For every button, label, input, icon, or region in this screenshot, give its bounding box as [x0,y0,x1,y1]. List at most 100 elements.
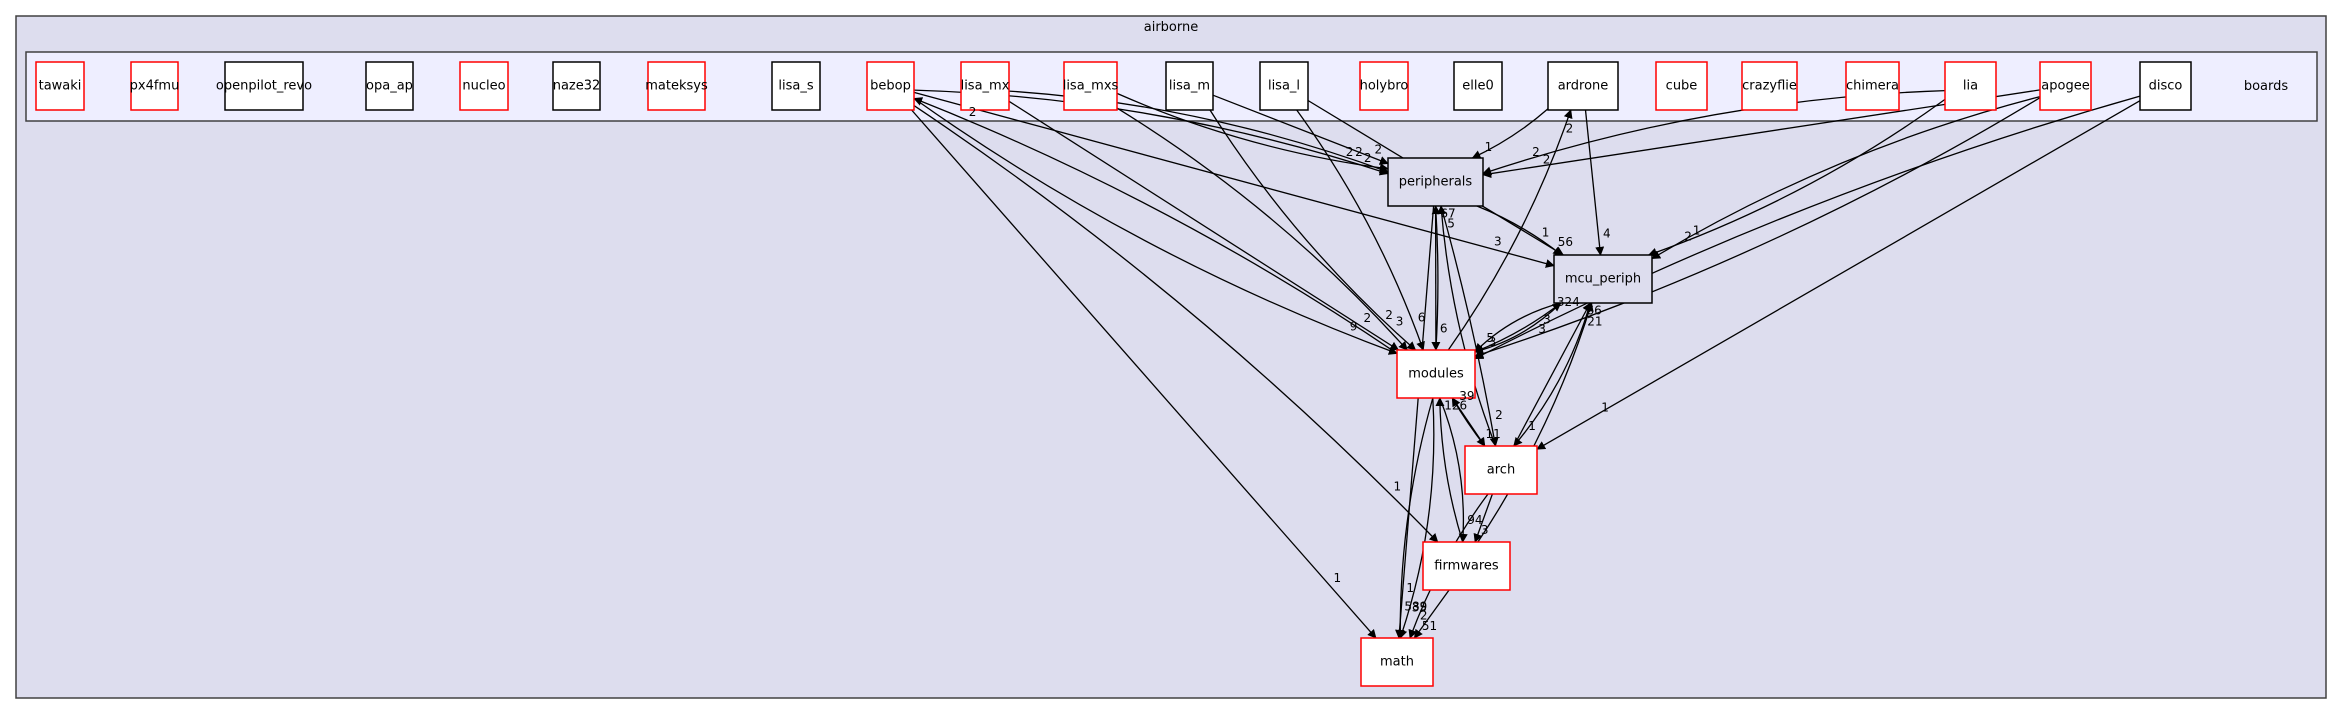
node-ardrone[interactable]: ardrone [1547,61,1619,111]
edge-label-lisa_mx-to-peripherals: 2 [1355,145,1363,159]
edge-label-lisa_mx-to-modules: 2 [1364,311,1372,325]
node-apogee-box [2039,61,2092,111]
nodes-layer: tawaki px4fmu openpilot_revo opa_ap nucleo na… [35,61,2192,687]
node-holybro-label: holybro [1360,79,1409,94]
edge-label-mcu_periph-to-modules: 3 [1489,335,1497,349]
node-nucleo-box [459,61,509,111]
edge-modules-to-mcu_periph [1474,302,1562,353]
edge-mcu_periph-to-modules [1474,302,1561,353]
node-math-box [1360,637,1434,687]
node-lisa_mxs[interactable]: lisa_mxs [1063,61,1119,111]
node-cube[interactable]: cube [1655,61,1708,111]
edge-label-apogee-to-peripherals: 2 [1543,152,1551,166]
edge-label-modules-to-math: 35 [1412,601,1427,615]
node-holybro[interactable]: holybro [1359,61,1409,111]
cluster-airborne[interactable]: airborne [15,15,2327,699]
node-math[interactable]: math [1360,637,1434,687]
edge-label-peripherals-to-modules: 6 [1440,322,1448,336]
edge-label-firmwares-to-modules: 126 [1444,399,1467,413]
node-apogee-label: apogee [2041,79,2089,94]
node-holybro-box [1359,61,1409,111]
node-elle0[interactable]: elle0 [1453,61,1503,111]
edge-label-arch-to-firmwares: 3 [1481,523,1489,537]
node-firmwares[interactable]: firmwares [1422,541,1511,591]
node-px4fmu-label: px4fmu [130,79,180,94]
node-mateksys-label: mateksys [645,79,708,94]
edge-label-lisa_l-to-modules: 6 [1418,310,1426,324]
node-elle0-label: elle0 [1462,79,1494,94]
edge-modules-to-math [1398,397,1435,639]
edge-modules-to-peripherals [1431,205,1441,351]
edge-label-lia-to-peripherals: 2 [1532,145,1540,159]
edge-lisa_mx-to-peripherals [1008,90,1389,174]
edge-label-firmwares-to-math: 51 [1422,619,1437,633]
node-tawaki-box [35,61,85,111]
node-px4fmu[interactable]: px4fmu [130,61,180,111]
node-chimera-label: chimera [1846,79,1899,94]
node-openpilot_revo[interactable]: openpilot_revo [216,61,312,111]
edge-label-firmwares-to-mcu_periph: 21 [1587,314,1602,328]
node-crazyflie-label: crazyflie [1742,79,1797,94]
node-math-label: math [1380,655,1414,670]
edge-bebop-to-modules [913,97,1398,355]
edge-peripherals-to-mcu_periph [1476,205,1563,256]
node-tawaki[interactable]: tawaki [35,61,85,111]
node-cube-label: cube [1666,79,1698,94]
node-nucleo[interactable]: nucleo [459,61,509,111]
edge-label-ardrone-to-mcu_periph: 4 [1603,227,1611,241]
node-opa_ap-box [365,61,414,111]
edges-layer [911,89,2141,639]
edge-modules-to-firmwares [1439,397,1468,543]
node-lisa_m[interactable]: lisa_m [1165,61,1214,111]
edge-lisa_mx-to-modules [1008,100,1400,351]
node-lisa_mxs-box [1063,61,1118,111]
node-lisa_mx[interactable]: lisa_mx [960,61,1010,111]
node-peripherals[interactable]: peripherals [1387,157,1484,207]
edge-peripherals-to-arch [1440,205,1499,447]
edge-bebop-to-firmwares [913,105,1439,543]
node-naze32-label: naze32 [553,79,601,94]
edge-label-arch-to-peripherals: 5 [1447,217,1455,231]
node-naze32[interactable]: naze32 [552,61,601,111]
node-lisa_l[interactable]: lisa_l [1259,61,1309,111]
edge-label-peripherals-to-math: 1 [1406,581,1414,595]
node-lisa_s[interactable]: lisa_s [771,61,821,111]
node-elle0-box [1453,61,1503,111]
edge-mcu_periph-to-modules [1474,302,1562,355]
node-crazyflie[interactable]: crazyflie [1741,61,1798,111]
edge-label-modules-to-peripherals: 67 [1440,206,1455,220]
edge-bebop-to-math [911,109,1377,639]
cluster-airborne-frame [15,15,2327,699]
node-chimera-box [1845,61,1900,111]
edge-label-lisa_l-to-mcu_periph: 1 [1542,226,1550,240]
node-lia[interactable]: lia [1944,61,1997,111]
node-opa_ap[interactable]: opa_ap [365,61,414,111]
edge-lisa_m-to-peripherals [1212,94,1389,165]
node-bebop[interactable]: bebop [866,61,915,111]
node-openpilot_revo-box [224,61,304,111]
edge-lisa_l-to-modules [1296,109,1425,351]
node-mcu_periph[interactable]: mcu_periph [1553,254,1653,304]
node-ardrone-label: ardrone [1558,79,1609,94]
node-ardrone-box [1547,61,1619,111]
cluster-airborne-label: airborne [1144,20,1198,35]
node-arch[interactable]: arch [1464,445,1538,495]
edge-label-arch-to-math: 2 [1420,609,1428,623]
edge-label-modules-to-mcu_periph: 324 [1557,295,1580,309]
node-modules[interactable]: modules [1396,349,1476,399]
edge-arch-to-peripherals [1437,205,1497,447]
edge-firmwares-to-mcu_periph [1477,302,1594,543]
node-mateksys[interactable]: mateksys [645,61,708,111]
node-lia-box [1944,61,1997,111]
node-chimera[interactable]: chimera [1845,61,1900,111]
node-tawaki-label: tawaki [39,79,82,94]
node-mateksys-box [647,61,706,111]
node-disco[interactable]: disco [2139,61,2192,111]
node-apogee[interactable]: apogee [2039,61,2092,111]
node-modules-box [1396,349,1476,399]
edge-label-bebop-to-peripherals: 2 [1346,145,1354,159]
edge-label-lisa_mxs-to-peripherals: 2 [1364,151,1372,165]
edge-label-lisa_mxs-to-modules: 2 [1385,308,1393,322]
edge-label-modules-to-firmwares: 94 [1467,513,1482,527]
